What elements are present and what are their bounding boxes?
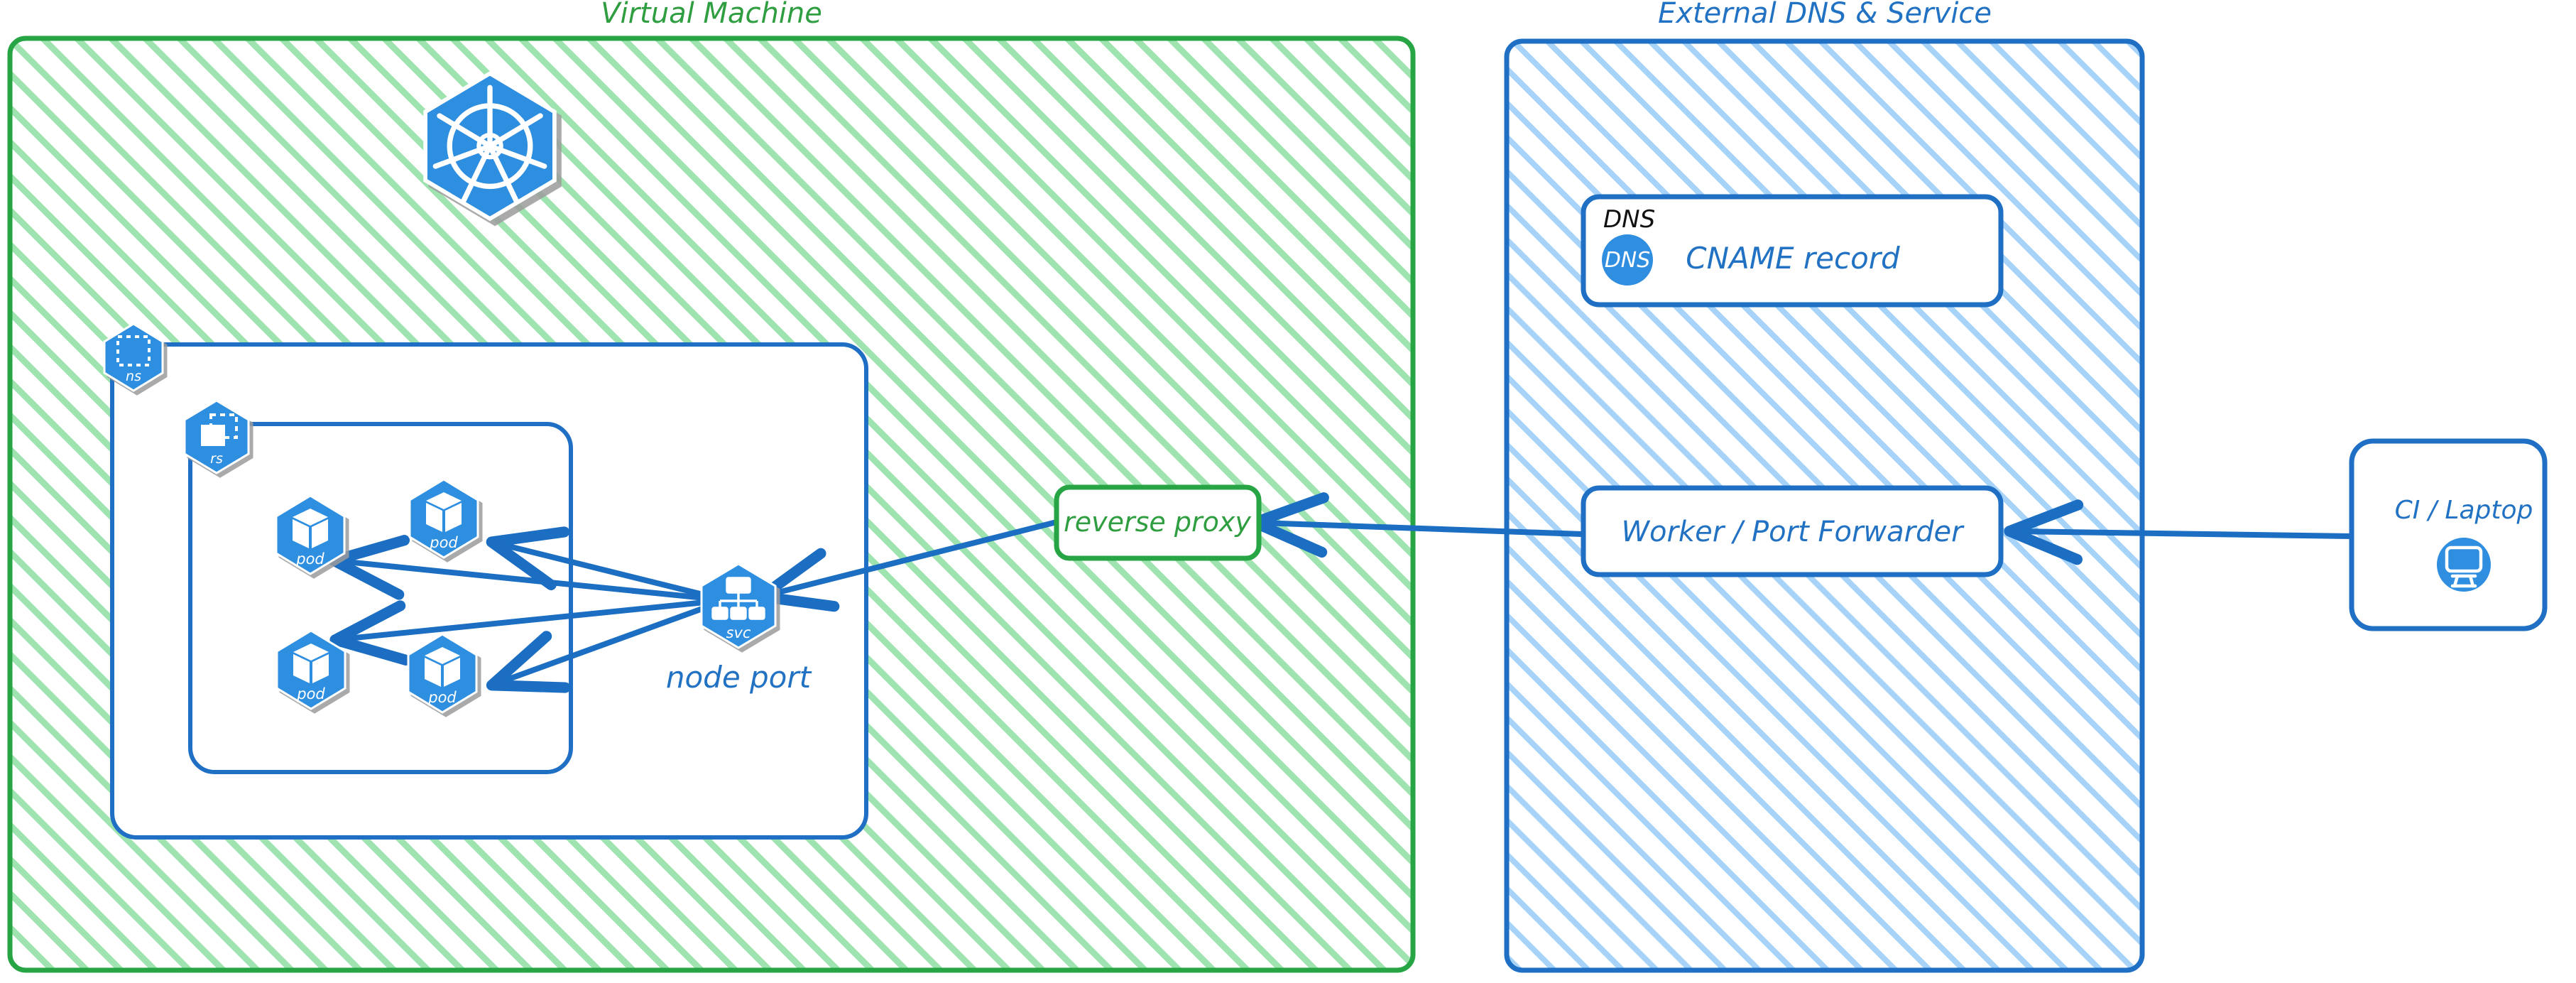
pod-label-4: pod	[427, 689, 457, 706]
pod-cube-icon	[426, 492, 462, 532]
namespace-badge[interactable]: ns	[103, 322, 164, 392]
connector-client-to-worker	[2004, 499, 2354, 565]
dns-card-header: DNS	[1603, 205, 1655, 234]
pod-label-1: pod	[295, 550, 324, 567]
connector-reverse-proxy-to-service	[755, 519, 1059, 612]
pod-cube-icon	[293, 643, 329, 683]
service-icon	[711, 577, 765, 620]
pod-hexagon-2[interactable]: pod	[408, 478, 479, 559]
pod-hexagon-1[interactable]: pod	[275, 494, 346, 575]
pod-cube-icon	[293, 509, 328, 548]
worker-box[interactable]	[1581, 485, 2004, 577]
namespace-icon	[116, 335, 151, 366]
external-zone-title: External DNS & Service	[1658, 0, 1992, 30]
replicaset-container	[188, 422, 573, 774]
pod-label-2: pod	[429, 534, 458, 551]
replicaset-badge[interactable]: rs	[183, 399, 250, 474]
dns-badge-text: DNS	[1605, 248, 1651, 273]
connector-service-to-pod-4	[486, 597, 728, 693]
client-box[interactable]	[2349, 438, 2548, 631]
namespace-badge-label: ns	[126, 369, 141, 384]
desktop-monitor-icon	[2437, 538, 2491, 592]
replicaset-icon	[201, 413, 238, 446]
service-hexagon[interactable]: svc	[700, 563, 777, 649]
replicaset-badge-label: rs	[210, 451, 223, 467]
connector-worker-to-reverse-proxy	[1249, 492, 1585, 558]
dns-card-box[interactable]	[1581, 194, 2004, 308]
service-badge-label: svc	[726, 624, 751, 641]
connector-group	[328, 492, 2354, 693]
kubernetes-logo	[423, 71, 557, 222]
pod-label-3: pod	[296, 685, 325, 702]
dns-circle-icon: DNS	[1602, 234, 1653, 286]
cname-record-label: CNAME record	[1686, 241, 1900, 276]
vm-zone-title: Virtual Machine	[601, 0, 822, 30]
reverse-proxy-label: reverse proxy	[1064, 506, 1251, 538]
worker-label: Worker / Port Forwarder	[1621, 516, 1965, 548]
pod-cube-icon	[425, 647, 460, 687]
node-port-caption: node port	[666, 660, 812, 695]
connector-service-to-pod-2	[486, 526, 728, 603]
pod-hexagon-3[interactable]: pod	[275, 629, 346, 710]
connector-service-to-pod-3	[329, 597, 728, 666]
reverse-proxy-box[interactable]	[1054, 484, 1262, 561]
pod-hexagon-4[interactable]: pod	[407, 633, 478, 714]
client-label: CI / Laptop	[2395, 496, 2533, 525]
